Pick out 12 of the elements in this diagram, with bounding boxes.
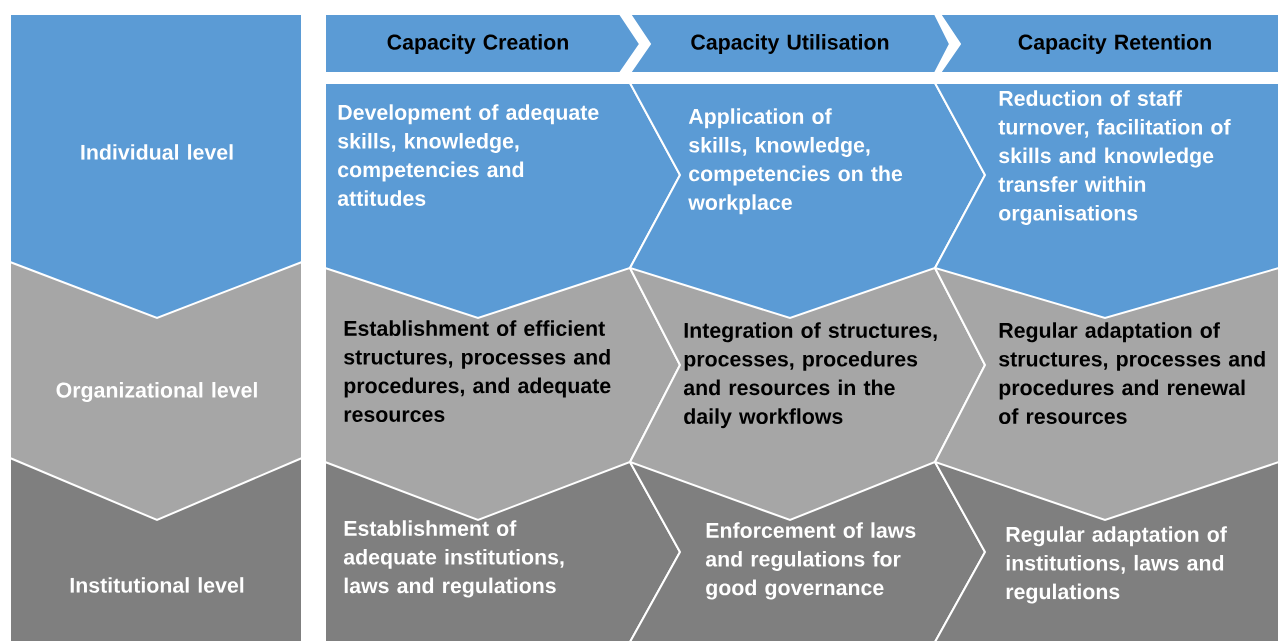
node-label: Enforcement of laws and regulations for good governance — [705, 522, 916, 600]
node-label: Establishment of adequate institutions, laws and regulations — [343, 520, 564, 598]
cell-box: Reduction of staff turnover, facilitation of skills and knowledge transfer within organisations — [933, 82, 1279, 320]
column-heading-box: Capacity Creation — [324, 13, 642, 74]
cell-box: Application of skills, knowledge, competencies on the workplace — [628, 82, 987, 320]
node-label: Regular adaptation of structures, processes and procedures and renewal of resources — [999, 322, 1265, 424]
column-heading-box: Capacity Retention — [938, 13, 1279, 74]
cell-box: Development of adequate skills, knowledge, competencies and attitudes — [324, 82, 682, 320]
row-heading-box: Individual level — [9, 13, 303, 320]
column-heading-box: Capacity Utilisation — [628, 13, 952, 74]
node-label: Reduction of staff turnover, facilitation of skills and knowledge transfer within organisations — [998, 90, 1231, 225]
node-label: Regular adaptation of institutions, laws and regulations — [1006, 526, 1227, 604]
